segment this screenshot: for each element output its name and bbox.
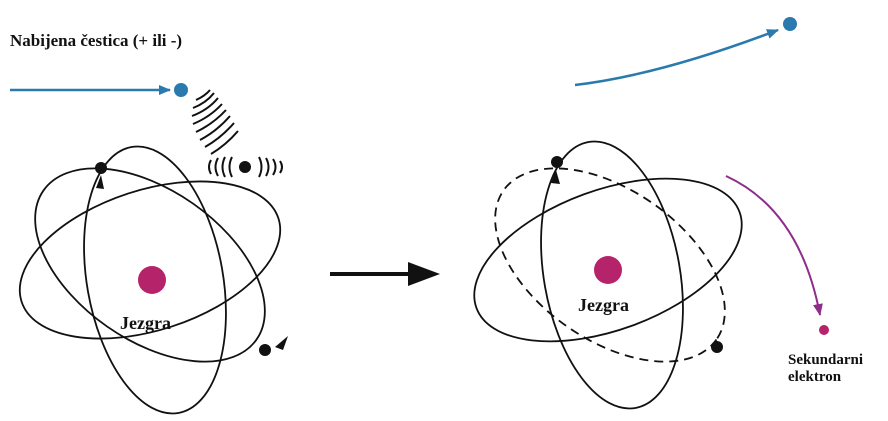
secondary-electron-group — [725, 175, 829, 335]
incoming-particle — [174, 83, 188, 97]
secondary-electron-label-line1: Sekundarni — [788, 352, 864, 368]
field-waves-icon — [191, 89, 239, 155]
orbit-direction-arrow-icon — [275, 336, 288, 350]
incoming-particle-group — [10, 83, 239, 155]
atom-right — [473, 140, 743, 410]
electron-right-bottom — [711, 341, 723, 353]
secondary-electron — [819, 325, 829, 335]
atom-left — [18, 145, 282, 415]
orbit-direction-arrow-icon — [96, 175, 104, 189]
secondary-electron-label: Sekundarni elektron — [788, 352, 863, 385]
nucleus-left — [138, 266, 166, 294]
secondary-electron-path — [725, 175, 823, 316]
electron-left-bottom — [259, 344, 271, 356]
outgoing-particle-group — [574, 17, 797, 87]
orbit-right-ionized-dashed — [494, 167, 726, 363]
electron-waves-icon — [208, 156, 283, 178]
orbit-left-tilted — [34, 167, 266, 363]
electron-left-struck — [239, 161, 251, 173]
electron-right-top — [551, 156, 563, 168]
nucleus-left-label: Jezgra — [120, 313, 171, 333]
charged-particle-label: Nabijena čestica (+ ili -) — [10, 31, 183, 50]
orbit-right-horizontal — [473, 177, 743, 343]
secondary-electron-label-line2: elektron — [788, 368, 842, 385]
orbit-right-vertical — [540, 140, 684, 410]
transition-arrow — [330, 262, 440, 286]
outgoing-particle-path — [574, 28, 779, 87]
outgoing-particle — [783, 17, 797, 31]
nucleus-right-label: Jezgra — [578, 295, 629, 315]
orbit-direction-arrow-icon — [551, 170, 560, 184]
orbit-left-vertical — [83, 145, 227, 415]
electron-left-top — [95, 162, 107, 174]
orbit-left-horizontal — [18, 180, 282, 340]
nucleus-right — [594, 256, 622, 284]
